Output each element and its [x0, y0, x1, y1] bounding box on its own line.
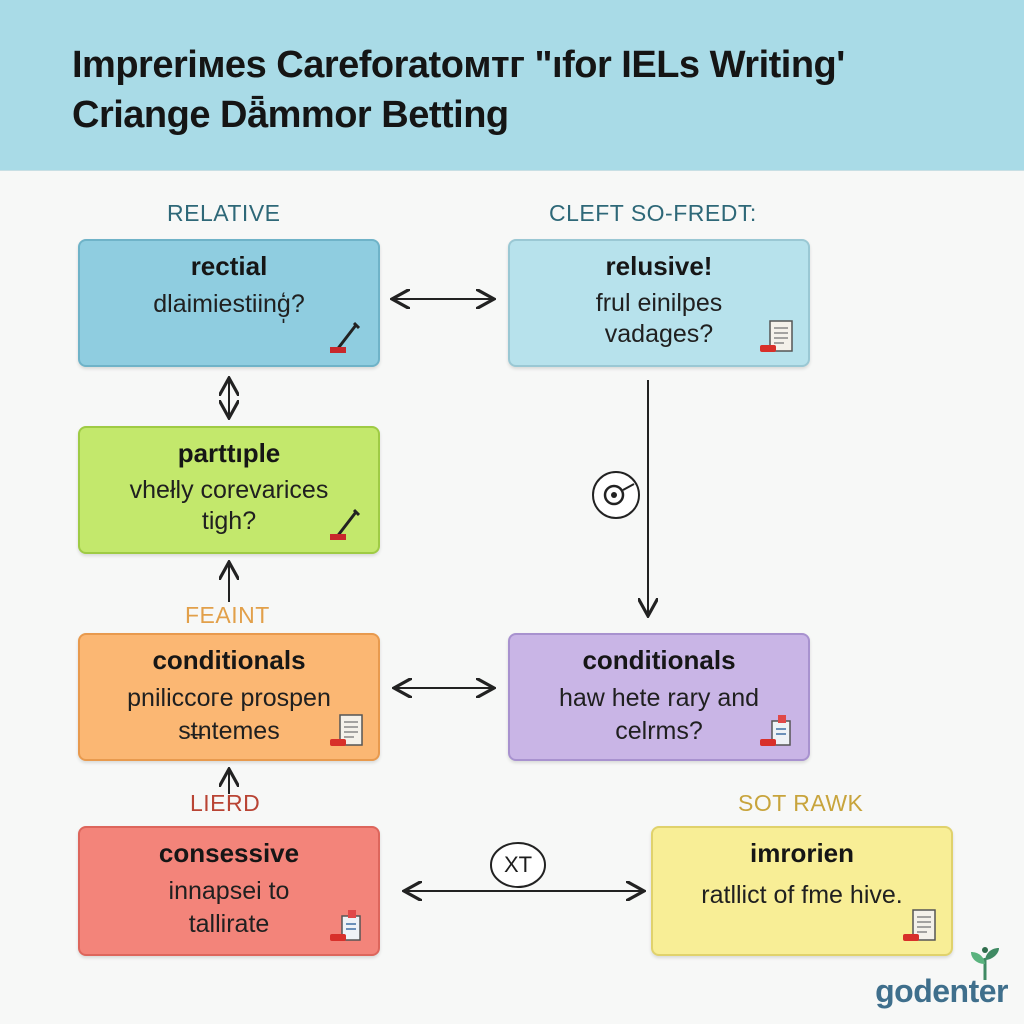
card-imrorien: imrorien ratllict of fme hive. — [651, 826, 953, 956]
tools-icon — [760, 715, 791, 746]
target-icon — [592, 471, 640, 519]
document-icon — [760, 320, 793, 352]
header-banner: Impreriмes Careforatoмтг "ıfor IELs Writ… — [0, 0, 1024, 171]
card-conditionals-left-body-1: pniliccoгe prospen — [127, 684, 331, 712]
card-imrorien-body: ratllict of fme hive. — [701, 881, 903, 909]
card-conditionals-right: conditionals haw hete rary and celrms? — [508, 633, 810, 761]
card-consessive-body-1: innapsei to — [168, 877, 290, 905]
title-line-1: Impreriмes Careforatoмтг "ıfor IELs Writ… — [72, 44, 845, 86]
label-relative: RELATIVE — [167, 200, 281, 226]
card-conditionals-left-body-2: st̶ntemes — [178, 717, 280, 745]
card-rectial-title: rectial — [190, 251, 268, 281]
card-partple-body-1: vhełly corevarices — [129, 476, 329, 504]
label-feaint: FEAINT — [185, 602, 270, 628]
card-partple-title: parttıple — [177, 438, 281, 468]
pen-icon — [330, 321, 361, 353]
card-consessive: consessive innapsei to tallirate — [78, 826, 380, 956]
card-rectial-body: dlaimiestiinģ̩? — [153, 290, 305, 318]
card-imrorien-title: imrorien — [749, 838, 855, 868]
label-cleft: CLEFT SO-FREDT: — [549, 200, 757, 226]
card-relusive: relusive! frul einilpes vadages? — [508, 239, 810, 367]
document-icon — [330, 714, 363, 746]
card-relusive-body-2: vadages? — [604, 320, 714, 348]
card-conditionals-left: conditionals pniliccoгe prospen st̶nteme… — [78, 633, 380, 761]
card-relusive-body-1: frul einilpes — [595, 289, 723, 317]
sprout-icon — [971, 947, 999, 980]
card-consessive-body-2: tallirate — [188, 910, 270, 938]
xt-badge-label: XT — [503, 852, 533, 877]
card-partple-body-2: tigh? — [201, 507, 257, 535]
brand-logo: godenter — [875, 973, 1008, 1009]
card-relusive-title: relusive! — [605, 251, 713, 281]
title-line-2: Criange Dǟmmor Betting — [72, 94, 509, 136]
card-consessive-title: consessive — [158, 838, 300, 868]
card-conditionals-left-title: conditionals — [152, 645, 306, 675]
document-icon — [903, 909, 936, 941]
tools-icon — [330, 910, 361, 941]
card-conditionals-right-body-2: celrms? — [615, 717, 703, 745]
label-sot-rawk: SOT RAWK — [738, 790, 864, 816]
card-conditionals-right-title: conditionals — [582, 645, 736, 675]
card-rectial: rectial dlaimiestiinģ̩? — [78, 239, 380, 367]
label-lierd: LIERD — [190, 790, 261, 816]
pen-icon — [330, 508, 361, 540]
card-conditionals-right-body-1: haw hete rary and — [558, 684, 760, 712]
card-partple: parttıple vhełly corevarices tigh? — [78, 426, 380, 554]
